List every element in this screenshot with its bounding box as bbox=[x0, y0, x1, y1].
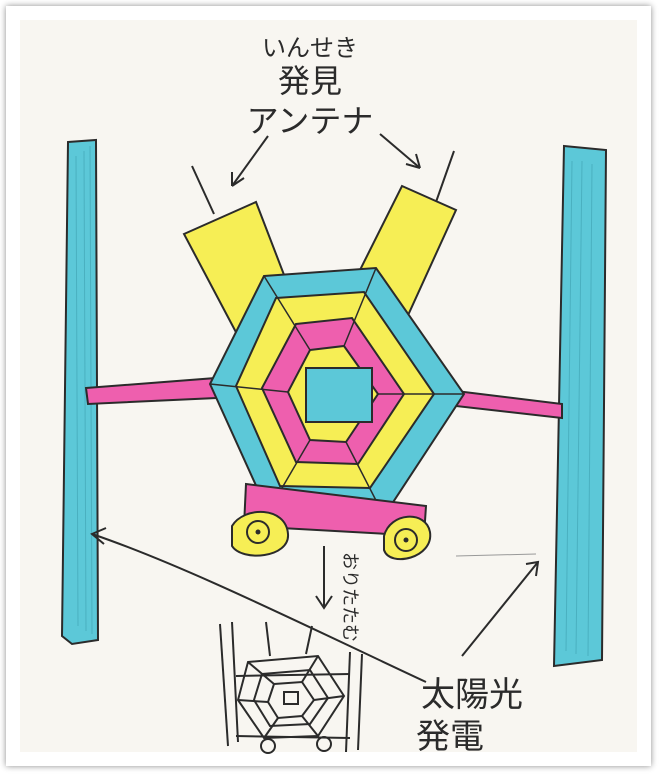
drawing-frame: いんせき 発見 アンテナ おりたたむ 太陽光 発電 bbox=[6, 6, 651, 766]
fold-label: おりたたむ bbox=[339, 552, 360, 642]
solar-label-line-2: 発電 bbox=[416, 717, 484, 757]
antenna-label-line-3: アンテナ bbox=[247, 102, 374, 140]
solar-label-line-1: 太陽光 bbox=[421, 675, 523, 715]
antenna-label-line-2: 発見 bbox=[278, 62, 342, 100]
antenna-label-line-1: いんせき bbox=[262, 34, 358, 62]
satellite-drawing: いんせき 発見 アンテナ おりたたむ 太陽光 発電 bbox=[6, 6, 651, 766]
